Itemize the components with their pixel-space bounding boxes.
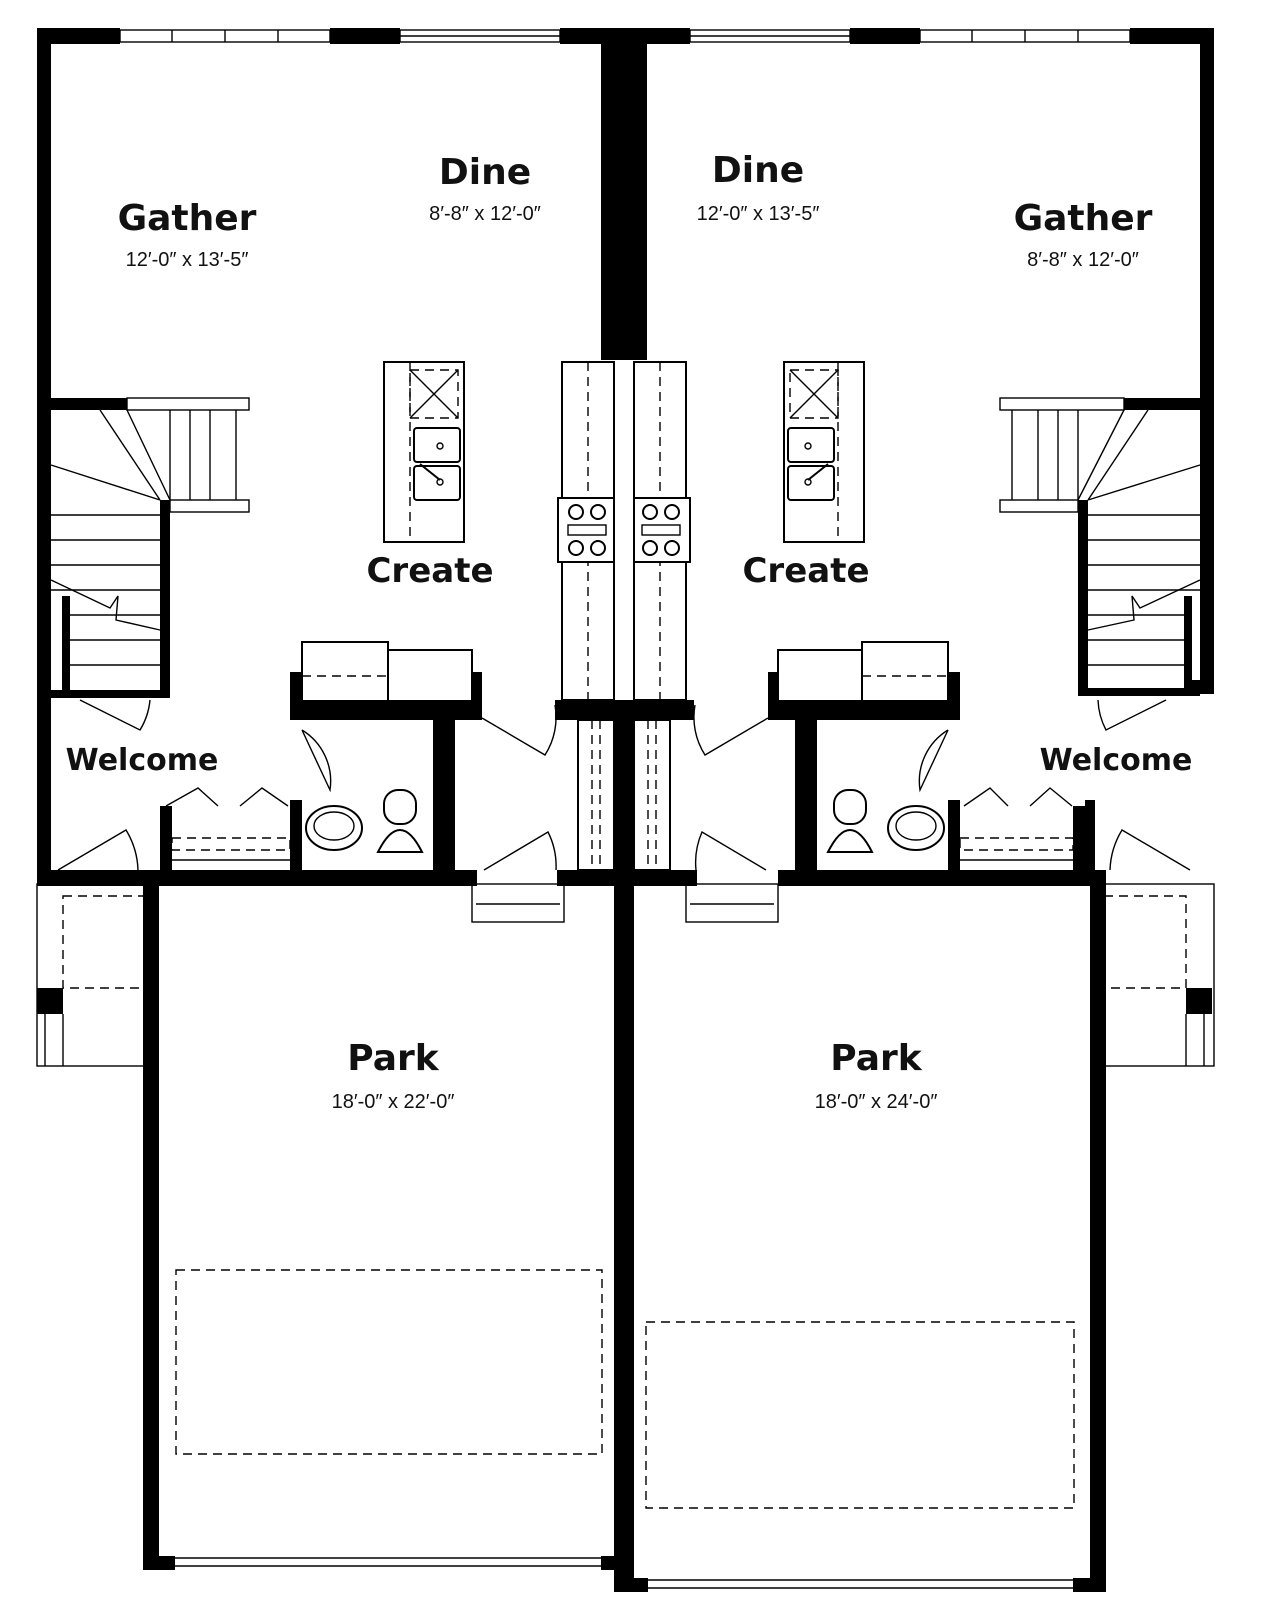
right-welcome-name: Welcome	[1040, 743, 1193, 778]
laundry-left	[171, 641, 473, 861]
porches	[36, 883, 1215, 1067]
right-dine-dims: 12′-0″ x 13′-5″	[697, 203, 820, 225]
left-dine-dims: 8′-8″ x 12′-0″	[429, 203, 541, 225]
island-right	[783, 361, 865, 543]
stairs-left	[50, 397, 250, 666]
island-left	[383, 361, 465, 543]
garage-outlines	[175, 1269, 1075, 1509]
ranges	[557, 497, 691, 563]
left-welcome-name: Welcome	[66, 743, 219, 778]
stairs-right	[999, 397, 1201, 666]
left-gather-dims: 12′-0″ x 13′-5″	[126, 249, 249, 271]
left-gather-name: Gather	[118, 198, 257, 239]
right-create-name: Create	[742, 551, 869, 591]
left-create-name: Create	[366, 551, 493, 591]
left-park-dims: 18′-0″ x 22′-0″	[332, 1091, 455, 1113]
right-gather-name: Gather	[1014, 198, 1153, 239]
left-dine-name: Dine	[439, 152, 531, 193]
right-gather-dims: 8′-8″ x 12′-0″	[1027, 249, 1139, 271]
walls	[37, 28, 1214, 1592]
doors	[57, 699, 1191, 923]
laundry-right	[777, 641, 1074, 861]
powder-left	[305, 789, 424, 853]
powder-right	[826, 789, 945, 853]
left-park-name: Park	[347, 1038, 439, 1079]
right-dine-name: Dine	[712, 150, 804, 191]
right-park-name: Park	[830, 1038, 922, 1079]
right-park-dims: 18′-0″ x 24′-0″	[815, 1091, 938, 1113]
